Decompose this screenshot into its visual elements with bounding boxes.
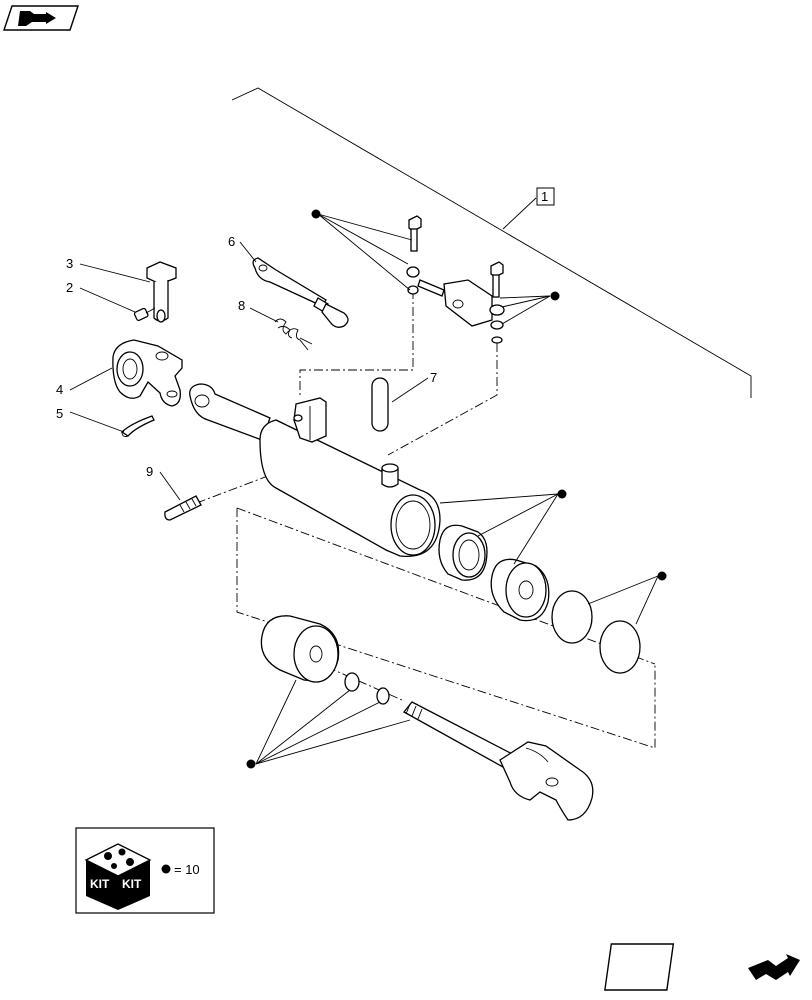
leader-lines	[69, 213, 659, 765]
kit-dot-symbol	[161, 864, 171, 874]
callout-2: 2	[66, 280, 73, 295]
callout-5: 5	[56, 406, 63, 421]
part-seals	[438, 524, 641, 674]
open-book-arrow-icon[interactable]	[3, 5, 79, 31]
kit-markers	[246, 209, 667, 769]
part-cotter-pin	[120, 415, 155, 437]
callout-8: 8	[238, 298, 245, 313]
kit-box-icon: KIT KIT	[84, 843, 152, 910]
next-page-arrow-icon[interactable]	[604, 943, 800, 991]
part-valve-block	[406, 215, 505, 344]
part-cylinder	[189, 383, 441, 557]
callout-4: 4	[56, 382, 63, 397]
callout-1: 1	[541, 189, 548, 204]
part-o-ring	[371, 377, 389, 432]
kit-legend: KIT KIT = 10	[75, 827, 215, 914]
kit-label-left: KIT	[90, 877, 110, 891]
callout-6: 6	[228, 234, 235, 249]
kit-label-right: KIT	[122, 877, 142, 891]
part-rod-eye	[252, 257, 349, 328]
callout-3: 3	[66, 256, 73, 271]
kit-equation: = 10	[174, 862, 200, 877]
callout-9: 9	[146, 464, 153, 479]
callout-7: 7	[430, 370, 437, 385]
part-pin	[146, 261, 177, 323]
part-small-bolt	[133, 307, 156, 322]
part-piston-rod	[260, 615, 594, 821]
part-spring-clip	[274, 318, 313, 351]
assembly-bracket: 1	[231, 87, 752, 398]
part-clevis	[112, 339, 183, 407]
part-stud	[164, 495, 202, 521]
